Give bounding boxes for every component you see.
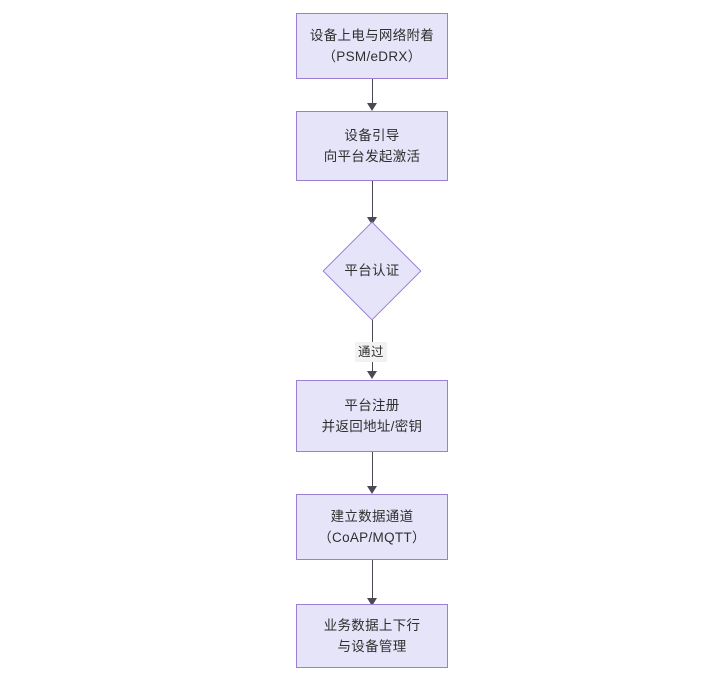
flow-node-device-bootstrap-line1: 设备引导 <box>344 128 400 143</box>
flow-node-device-power-on-line1: 设备上电与网络附着 <box>309 28 435 43</box>
flow-node-platform-registration-line2: 并返回地址/密钥 <box>321 419 423 434</box>
flow-node-platform-registration-line1: 平台注册 <box>344 398 400 413</box>
flow-connector-n5-n6 <box>371 560 373 600</box>
flow-node-platform-registration[interactable]: 平台注册 并返回地址/密钥 <box>296 380 448 452</box>
flow-node-business-data-line1: 业务数据上下行 <box>323 618 421 633</box>
flow-node-device-power-on-line2: （PSM/eDRX） <box>322 49 422 64</box>
flow-node-business-data-line2: 与设备管理 <box>337 639 407 654</box>
flow-node-platform-auth[interactable]: 平台认证 <box>322 221 422 321</box>
flow-arrowhead-n2-n3 <box>367 217 377 225</box>
flow-node-device-bootstrap[interactable]: 设备引导 向平台发起激活 <box>296 111 448 181</box>
flow-connector-n2-n3 <box>371 181 373 224</box>
flow-node-platform-auth-label: 平台认证 <box>344 263 400 278</box>
flow-arrowhead-n5-n6 <box>367 598 377 606</box>
flow-node-business-data[interactable]: 业务数据上下行 与设备管理 <box>296 604 448 668</box>
flow-node-data-channel[interactable]: 建立数据通道 （CoAP/MQTT） <box>296 494 448 560</box>
flow-node-data-channel-line2: （CoAP/MQTT） <box>318 530 426 545</box>
flow-edge-label-pass: 通过 <box>355 342 388 362</box>
flow-node-device-power-on[interactable]: 设备上电与网络附着 （PSM/eDRX） <box>296 13 448 79</box>
flow-arrowhead-n3-n4 <box>367 371 377 379</box>
flow-connector-n4-n5 <box>371 452 373 488</box>
flow-arrowhead-n1-n2 <box>367 103 377 111</box>
flow-arrowhead-n4-n5 <box>367 486 377 494</box>
flow-node-data-channel-line1: 建立数据通道 <box>330 509 414 524</box>
flow-node-device-bootstrap-line2: 向平台发起激活 <box>323 149 421 164</box>
flow-connector-n1-n2 <box>371 79 373 105</box>
